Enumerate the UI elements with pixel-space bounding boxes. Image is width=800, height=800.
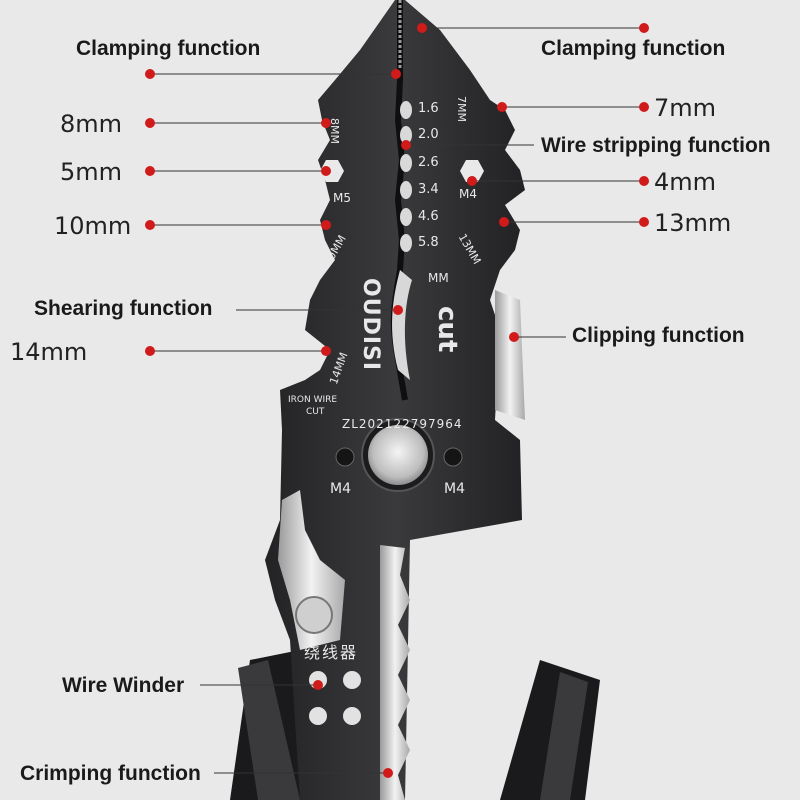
marker-dots	[145, 23, 649, 778]
gauge-5-8: 5.8	[418, 235, 439, 250]
serial-number: ZL202122797964	[342, 417, 463, 431]
label-clamping-left: Clamping function	[76, 37, 261, 60]
mark-cut: cut	[432, 306, 462, 353]
label-crimping: Crimping function	[20, 762, 201, 785]
label-10mm: 10mm	[54, 212, 132, 240]
m4-hole-right	[443, 447, 463, 467]
shear-blade-highlight	[392, 270, 412, 380]
label-wire-winder: Wire Winder	[62, 674, 185, 697]
label-clamping-right: Clamping function	[541, 37, 726, 60]
brand-oudisi: OUDISI	[358, 278, 383, 372]
label-13mm: 13mm	[654, 209, 732, 237]
stripping-holes	[400, 101, 412, 252]
mark-m4-right: M4	[444, 481, 465, 497]
pivot-bolt	[368, 425, 428, 485]
gauge-1-6: 1.6	[418, 101, 439, 116]
mark-mm: MM	[428, 271, 449, 285]
gauge-3-4: 3.4	[418, 182, 439, 197]
gauge-4-6: 4.6	[418, 209, 439, 224]
label-5mm: 5mm	[60, 158, 123, 186]
label-14mm: 14mm	[10, 338, 88, 366]
mark-iron-wire-cut: CUT	[306, 407, 325, 417]
m4-hole-left	[335, 447, 355, 467]
gauge-2-0: 2.0	[418, 127, 439, 142]
label-wire-stripping: Wire stripping function	[541, 134, 771, 157]
latch-rivet	[295, 596, 333, 634]
left-handle-rim	[238, 660, 300, 800]
label-8mm: 8mm	[60, 110, 123, 138]
mark-7mm: 7MM	[455, 96, 468, 122]
mark-m4-left: M4	[330, 481, 351, 497]
mark-m5: M5	[333, 191, 351, 205]
label-clipping: Clipping function	[572, 324, 745, 347]
gauge-2-6: 2.6	[418, 155, 439, 170]
leader-lines	[150, 27, 644, 774]
mark-iron-wire: IRON WIRE	[288, 395, 338, 405]
label-shearing: Shearing function	[34, 297, 213, 320]
mark-m4-hex: M4	[459, 187, 477, 201]
hex-hole-m4	[460, 160, 484, 182]
hex-hole-m5	[320, 160, 344, 182]
mark-8mm: 8MM	[328, 118, 341, 144]
label-4mm: 4mm	[654, 168, 717, 196]
label-7mm: 7mm	[654, 94, 717, 122]
crimping-jaw	[380, 545, 410, 800]
mark-wire-winder-cn: 绕线器	[304, 643, 359, 662]
clipping-blade	[495, 290, 525, 420]
right-handle-rim	[540, 672, 588, 800]
